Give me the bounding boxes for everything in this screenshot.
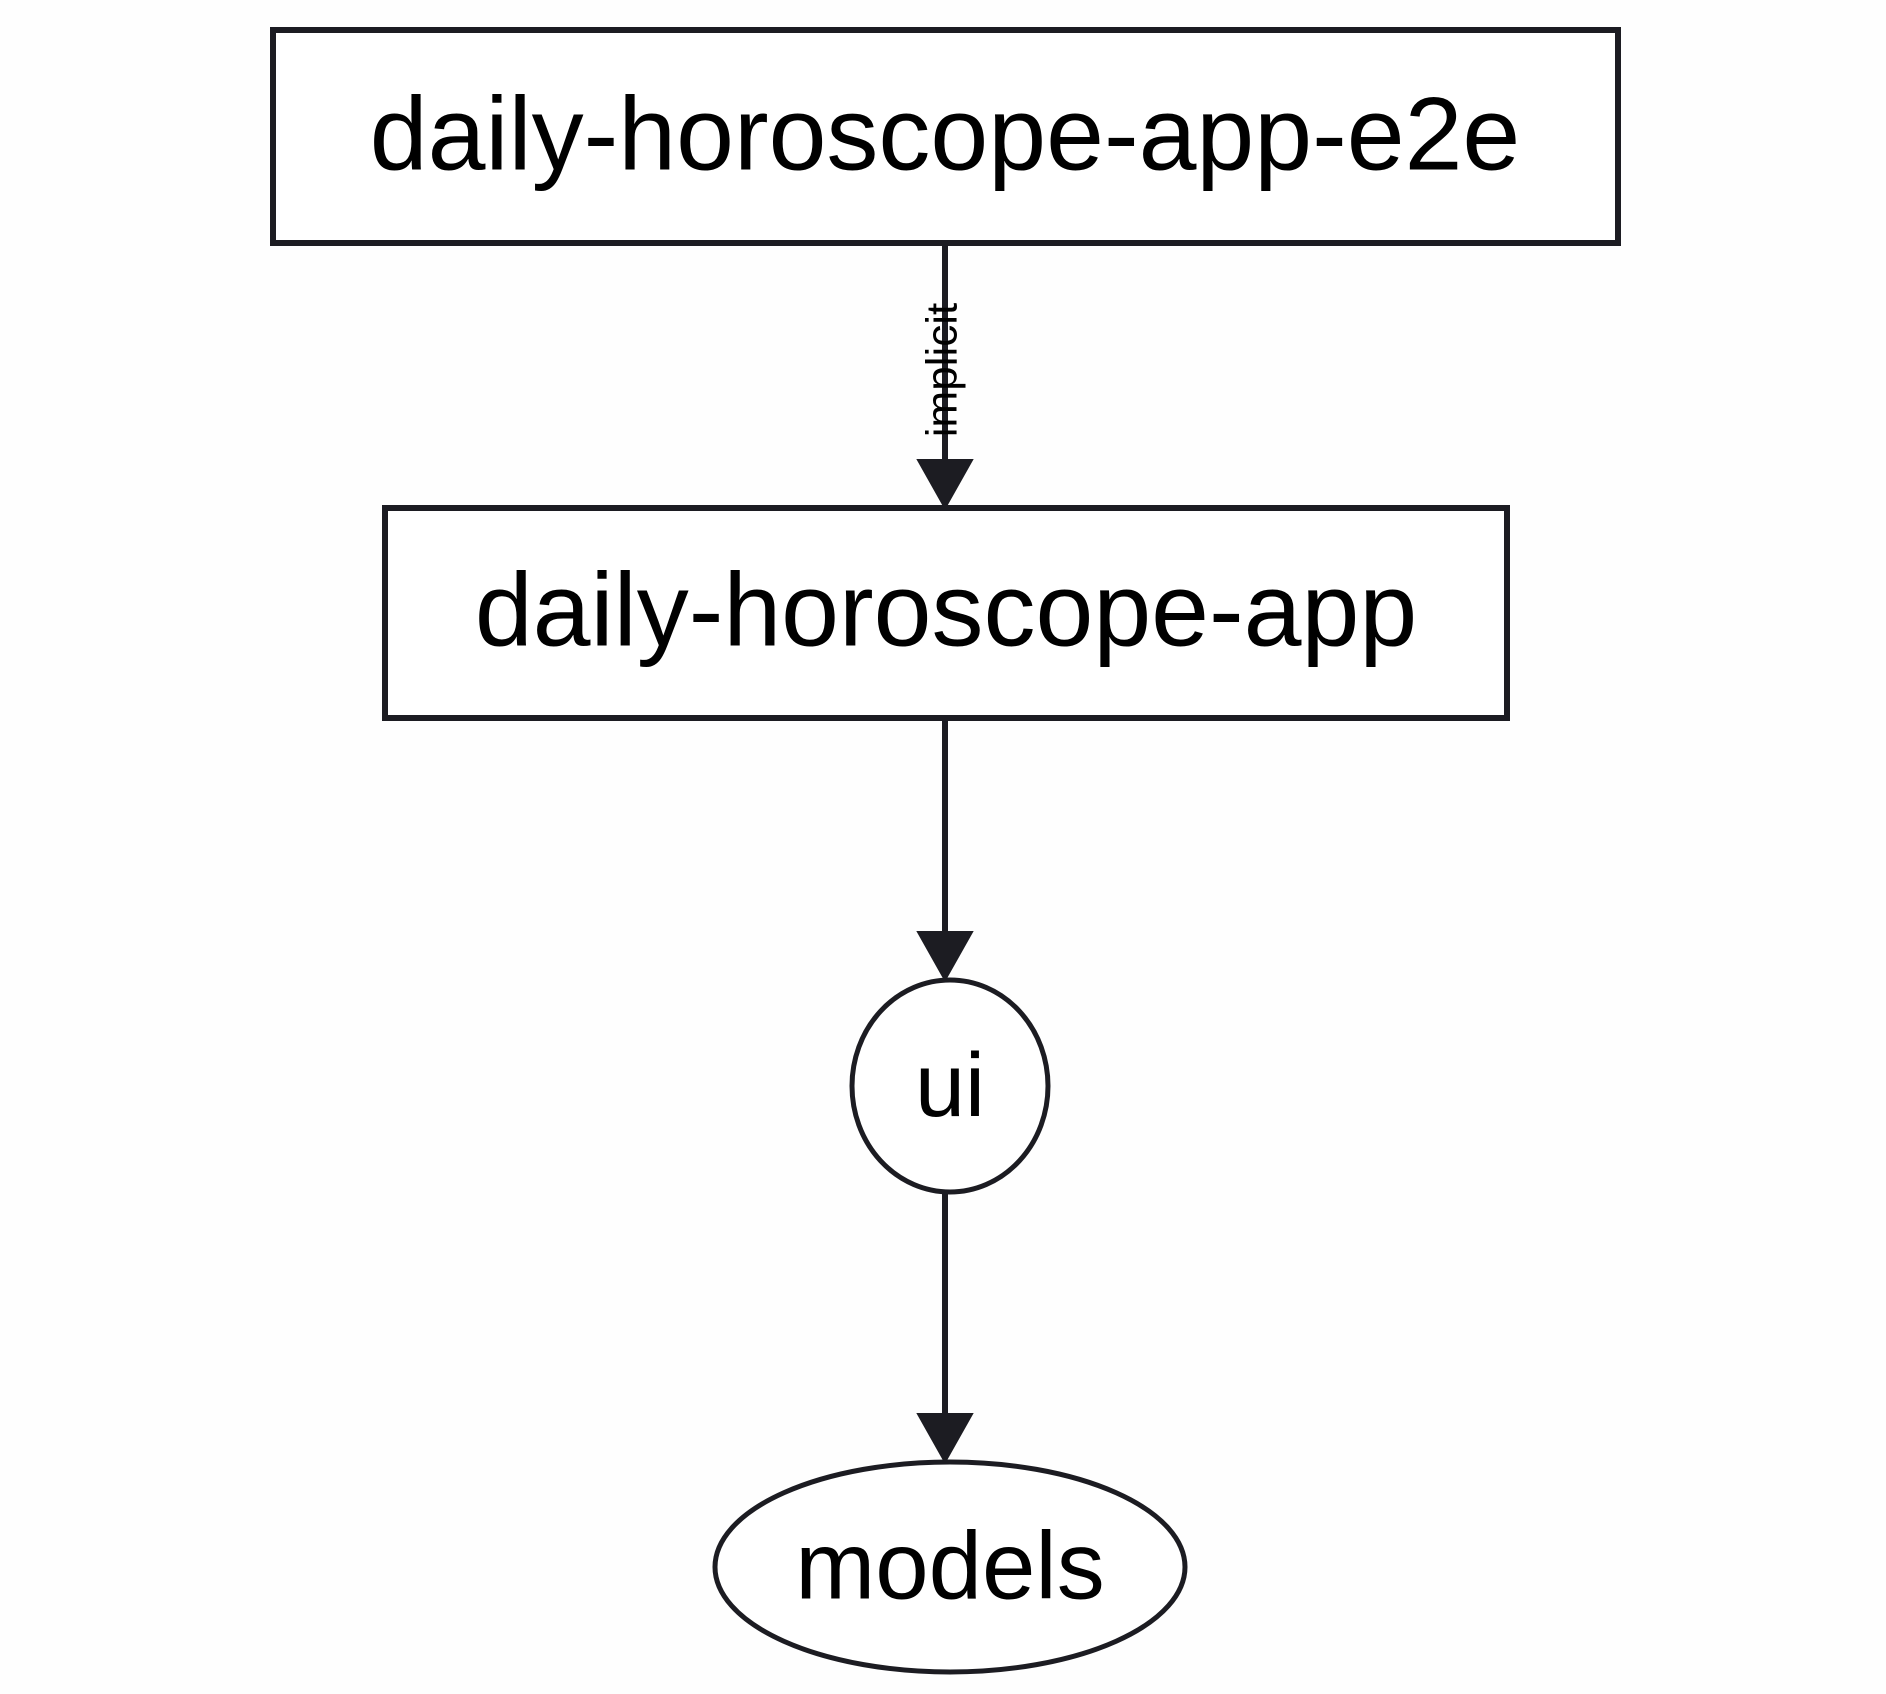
edge-app-to-ui[interactable] (916, 718, 974, 983)
node-daily-horoscope-app[interactable]: daily-horoscope-app (382, 505, 1510, 721)
edge-app-to-ui-arrowhead-icon (916, 931, 974, 983)
edge-ui-to-models-arrowhead-icon (916, 1413, 974, 1465)
node-daily-horoscope-app-e2e-shape (270, 27, 1621, 246)
node-daily-horoscope-app-label: daily-horoscope-app (475, 552, 1417, 668)
node-ui[interactable]: ui (849, 977, 1051, 1195)
edge-label-implicit: implicit (918, 303, 967, 437)
node-daily-horoscope-app-shape (382, 505, 1510, 721)
node-ui-label: ui (915, 1036, 985, 1136)
edge-e2e-to-app-arrowhead-icon (916, 459, 974, 511)
node-ui-shape (849, 977, 1051, 1195)
edge-ui-to-models[interactable] (916, 1192, 974, 1465)
node-daily-horoscope-app-e2e-label: daily-horoscope-app-e2e (370, 76, 1521, 192)
node-models[interactable]: models (712, 1459, 1188, 1675)
node-models-label: models (795, 1512, 1104, 1619)
node-models-shape (712, 1459, 1188, 1675)
edge-e2e-to-app[interactable]: implicit (916, 243, 974, 511)
node-daily-horoscope-app-e2e[interactable]: daily-horoscope-app-e2e (270, 27, 1621, 246)
